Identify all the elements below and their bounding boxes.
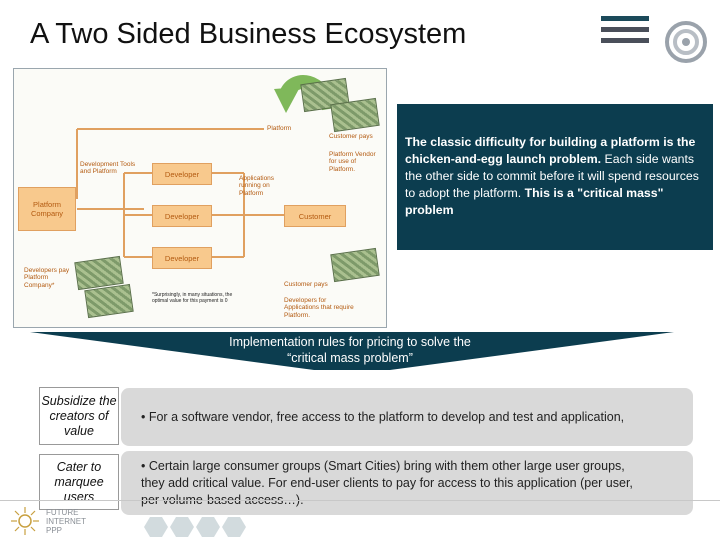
row-box-1: • For a software vendor, free access to … xyxy=(121,388,693,446)
info-bold-1: The classic difficulty for building a pl… xyxy=(405,135,696,166)
platform-company-box: Platform Company xyxy=(18,187,76,231)
developers-pay-label: Developers pay Platform Company* xyxy=(24,267,70,289)
swirl-logo-icon xyxy=(665,21,707,63)
banner-arrow xyxy=(30,332,674,370)
info-box: The classic difficulty for building a pl… xyxy=(397,104,713,250)
dev-tools-label: Development Tools and Platform xyxy=(80,161,136,176)
banner-line-2: “critical mass problem” xyxy=(287,351,413,365)
developer-box-2: Developer xyxy=(152,205,212,227)
developer-box-3: Developer xyxy=(152,247,212,269)
customer-pays-top-label: Customer pays xyxy=(329,133,373,140)
row-text-2: • Certain large consumer groups (Smart C… xyxy=(141,458,633,507)
ecosystem-diagram: Platform Company Developer Developer Dev… xyxy=(13,68,387,328)
tag-subsidize-label: Subsidize the creators of value xyxy=(41,393,117,438)
tag-subsidize: Subsidize the creators of value xyxy=(39,387,119,445)
banner-text: Implementation rules for pricing to solv… xyxy=(180,334,520,366)
banner-line-1: Implementation rules for pricing to solv… xyxy=(229,335,471,349)
logo-bars-icon xyxy=(601,16,649,52)
platform-vendor-label: Platform Vendor for use of Platform. xyxy=(329,151,376,173)
developer-box-1: Developer xyxy=(152,163,212,185)
footer-logo-text: FUTURE INTERNET PPP xyxy=(46,508,86,535)
sun-icon xyxy=(11,507,39,535)
footnote-label: *Surprisingly, in many situations, the o… xyxy=(152,292,233,304)
info-normal-1: Each side wants the other side to commit… xyxy=(405,152,699,200)
tag-cater-label: Cater to marquee users xyxy=(54,459,104,504)
info-bold-2: This is a "critical mass" problem xyxy=(405,186,664,217)
hex-pattern-icon xyxy=(144,517,246,537)
tag-cater: Cater to marquee users xyxy=(39,454,119,510)
row-text-1: • For a software vendor, free access to … xyxy=(141,409,625,424)
future-internet-logo: FUTURE INTERNET PPP xyxy=(10,506,86,536)
apps-running-label: Applications running on Platform xyxy=(239,175,275,197)
row-box-2: • Certain large consumer groups (Smart C… xyxy=(121,451,693,515)
platform-label: Platform xyxy=(267,125,292,132)
customer-box: Customer xyxy=(284,205,346,227)
footer-divider xyxy=(0,500,720,501)
customer-pays-bottom-label: Customer pays xyxy=(284,281,328,288)
page-title: A Two Sided Business Ecosystem xyxy=(30,18,467,50)
developers-for-apps-label: Developers for Applications that require… xyxy=(284,297,354,319)
